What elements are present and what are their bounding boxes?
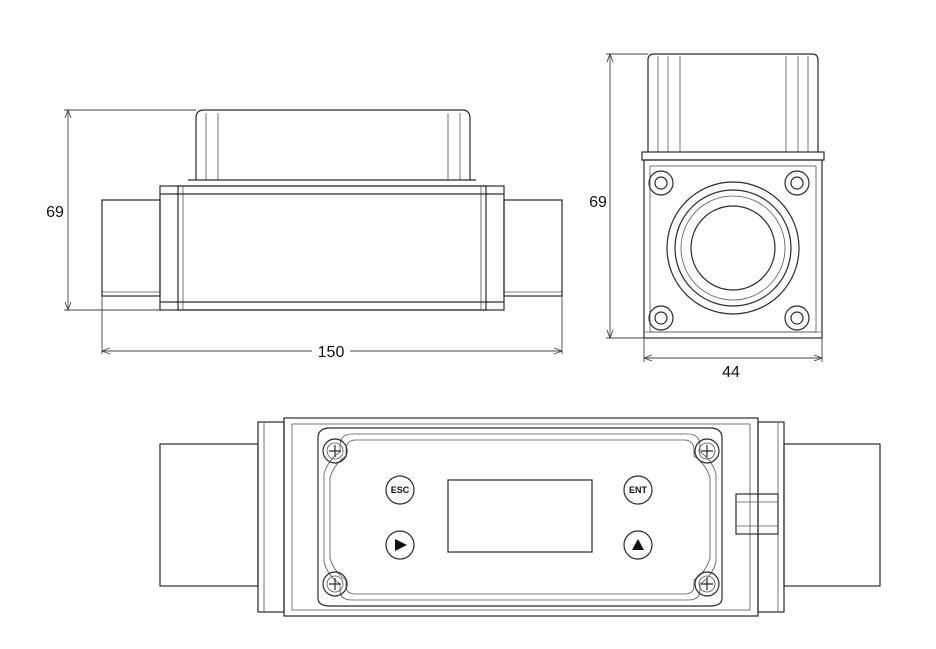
screw-top-left [322, 438, 348, 464]
screw-bottom-right [694, 571, 720, 597]
side-length-dimension: 150 [100, 296, 564, 361]
front-view: ESC ENT [159, 417, 881, 617]
screw-top-right [694, 438, 720, 464]
end-width-label: 44 [722, 364, 740, 381]
screw-bottom-left [322, 571, 348, 597]
end-width-dimension: 44 [642, 338, 824, 381]
ent-button[interactable]: ENT [623, 475, 653, 505]
esc-button-label: ESC [391, 485, 410, 495]
play-right-icon [395, 539, 407, 551]
side-height-label: 69 [46, 204, 64, 221]
end-view [641, 53, 825, 339]
side-view [101, 109, 563, 311]
side-height-dimension: 69 [46, 108, 196, 312]
esc-button[interactable]: ESC [385, 475, 415, 505]
side-length-label: 150 [318, 344, 345, 361]
up-arrow-button[interactable] [623, 530, 653, 560]
up-triangle-icon [632, 539, 644, 550]
right-arrow-button[interactable] [385, 530, 415, 560]
ent-button-label: ENT [629, 485, 648, 495]
end-height-dimension: 69 [589, 52, 648, 340]
end-height-label: 69 [589, 194, 607, 211]
lcd-display [447, 479, 593, 553]
